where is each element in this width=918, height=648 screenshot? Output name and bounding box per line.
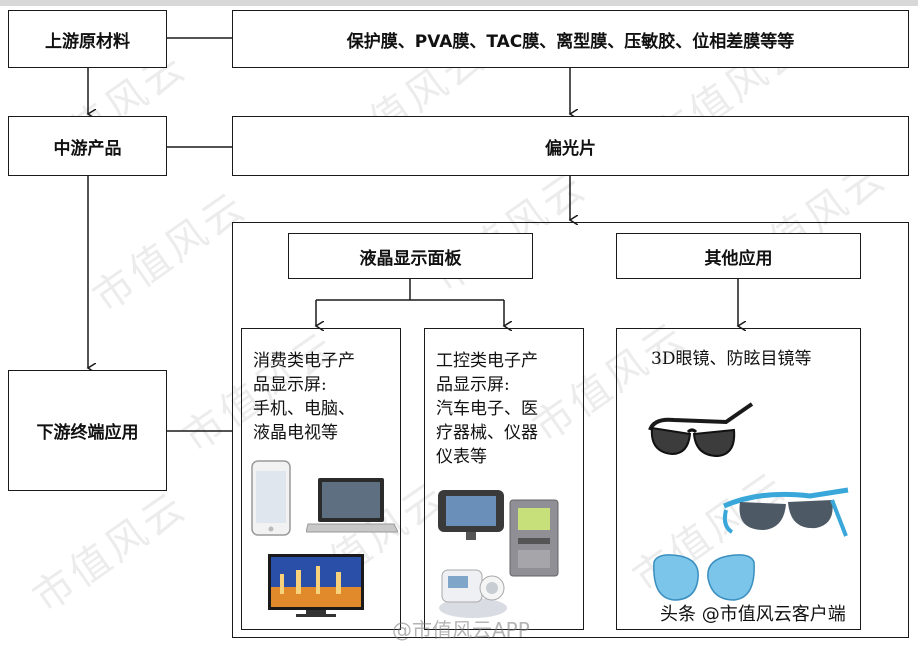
mirror-lens-image <box>653 554 755 601</box>
industrial-line: 品显示屏: <box>436 375 510 395</box>
laptop-image <box>306 478 398 533</box>
consumer-text: 消费类电子产 品显示屏: 手机、电脑、 液晶电视等 <box>253 349 355 445</box>
meter-image <box>509 499 559 577</box>
midstream-content: 偏光片 <box>232 116 909 176</box>
industrial-text: 工控类电子产 品显示屏: 汽车电子、医 疗器械、仪器 仪表等 <box>436 349 538 469</box>
top-bar <box>0 0 918 6</box>
other-box <box>616 328 861 630</box>
downstream-label: 下游终端应用 <box>8 370 167 491</box>
industrial-line: 工控类电子产 <box>436 351 538 371</box>
consumer-line: 手机、电脑、 <box>253 399 355 419</box>
downstream-frame <box>232 222 909 638</box>
industrial-box <box>424 328 584 630</box>
weibo-credit: @市值风云APP <box>392 618 530 642</box>
upstream-label: 上游原材料 <box>8 10 167 68</box>
industrial-line: 疗器械、仪器 <box>436 423 538 443</box>
tv-image <box>268 554 364 617</box>
consumer-line: 消费类电子产 <box>253 351 355 371</box>
medical-device-image <box>439 569 507 618</box>
midstream-label: 中游产品 <box>8 116 167 176</box>
car-monitor-image <box>438 490 504 540</box>
industrial-line: 汽车电子、医 <box>436 399 538 419</box>
consumer-line: 液晶电视等 <box>253 423 338 443</box>
other-apps-box: 其他应用 <box>616 233 861 279</box>
other-line: 3D眼镜、防眩目镜等 <box>651 349 812 369</box>
upstream-content: 保护膜、PVA膜、TAC膜、离型膜、压敏胶、位相差膜等等 <box>232 10 909 68</box>
3d-glasses-image <box>648 402 754 458</box>
consumer-box <box>241 328 401 630</box>
lcd-panel-box: 液晶显示面板 <box>288 233 533 279</box>
toutiao-credit: 头条 @市值风云客户端 <box>660 604 846 625</box>
other-text: 3D眼镜、防眩目镜等 <box>651 347 811 371</box>
sunglasses-image <box>722 487 849 537</box>
industrial-line: 仪表等 <box>436 447 487 467</box>
consumer-line: 品显示屏: <box>253 375 327 395</box>
smartphone-image <box>251 460 291 536</box>
